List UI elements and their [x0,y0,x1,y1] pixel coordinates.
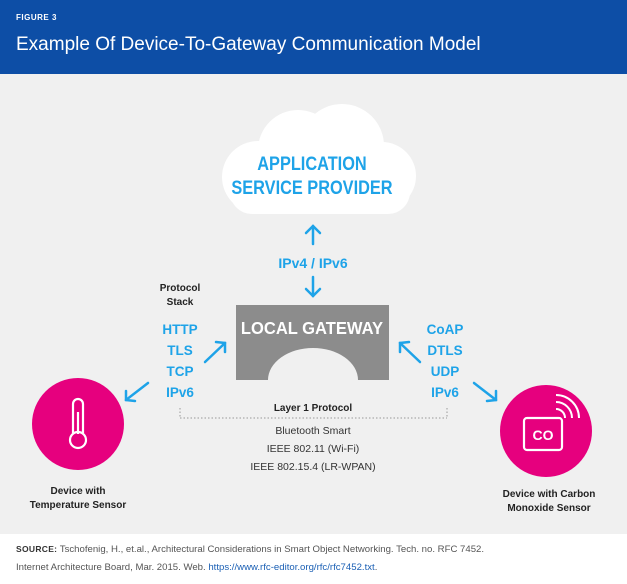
cloud-label-line2: SERVICE PROVIDER [231,177,392,198]
source-line-2: Internet Architecture Board, Mar. 2015. … [16,559,616,577]
arrow-icon [124,340,498,403]
source-footer: SOURCE: Tschofenig, H., et.al., Architec… [16,540,616,577]
right-stack-item: DTLS [427,343,462,358]
source-label: SOURCE: [16,544,58,554]
cloud-label-line1: APPLICATION [257,153,366,174]
layer1-item: Bluetooth Smart [275,425,350,437]
layer1-bracket [179,408,448,419]
protocol-stack-heading-2: Stack [167,297,194,308]
local-gateway-box [236,305,389,380]
device-right-label-2: Monoxide Sensor [507,503,590,514]
source-text-2: Internet Architecture Board, Mar. 2015. … [16,562,209,573]
layer1-item: IEEE 802.15.4 (LR-WPAN) [250,461,375,473]
thermometer-icon [68,397,88,450]
figure-label: FIGURE 3 [16,13,57,22]
layer1-item: IEEE 802.11 (Wi-Fi) [267,443,360,455]
figure-header: FIGURE 3 Example Of Device-To-Gateway Co… [0,0,627,74]
source-url-link[interactable]: https://www.rfc-editor.org/rfc/rfc7452.t… [208,562,375,573]
left-stack-item: IPv6 [166,385,194,400]
device-left-label-2: Temperature Sensor [30,500,127,511]
figure-title: Example Of Device-To-Gateway Communicati… [16,34,481,55]
left-stack-item: TLS [167,343,193,358]
arrow-icon [304,224,322,298]
protocol-stack-heading-1: Protocol [160,283,201,294]
device-left-label-1: Device with [50,486,105,497]
left-stack-item: TCP [167,364,194,379]
layer1-heading: Layer 1 Protocol [274,403,353,414]
source-text: Tschofenig, H., et.al., Architectural Co… [57,544,485,555]
source-line-1: SOURCE: Tschofenig, H., et.al., Architec… [16,540,616,559]
gateway-label: LOCAL GATEWAY [241,317,384,338]
right-stack-item: UDP [431,364,460,379]
co-sensor-icon [522,394,580,452]
cloud-link-label: IPv4 / IPv6 [278,255,347,271]
left-stack-item: HTTP [162,322,197,337]
source-url-end: . [374,562,378,573]
cloud-icon [222,104,416,214]
right-stack-item: IPv6 [431,385,459,400]
device-right-label-1: Device with Carbon [503,489,596,500]
right-stack-item: CoAP [427,322,464,337]
co-sensor-icon-label: CO [533,427,554,443]
